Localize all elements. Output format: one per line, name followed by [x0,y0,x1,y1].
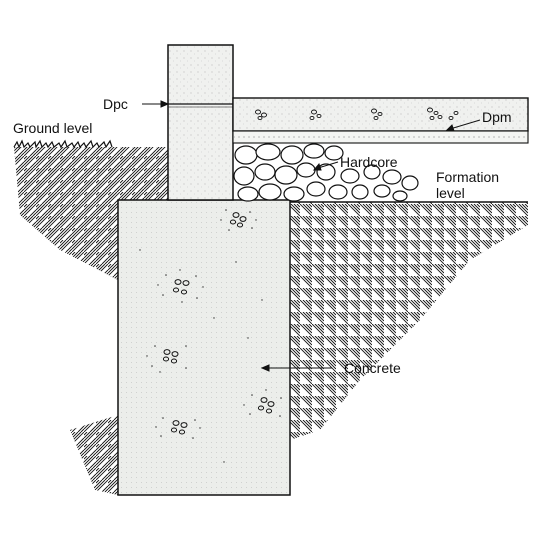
slab-aggregate [255,107,459,121]
label-formation-level-2: level [436,185,465,201]
floor-slab [232,97,529,132]
footing-stipple [139,209,282,463]
label-concrete: Concrete [344,360,401,376]
hardcore-stones [233,143,419,202]
ground-lower-left-earth [70,415,118,495]
wall [167,44,234,201]
label-formation-level-1: Formation [436,169,499,185]
ground-left-earth [14,147,168,280]
label-dpc: Dpc [103,96,128,112]
footing-aggregate [162,212,275,435]
label-ground-level: Ground level [13,120,92,136]
ground-right-earth [290,202,528,440]
label-dpm: Dpm [482,109,512,125]
label-hardcore: Hardcore [340,154,398,170]
leader-lines [142,100,481,372]
grass-tufts [13,139,113,149]
concrete-footing [117,199,291,496]
